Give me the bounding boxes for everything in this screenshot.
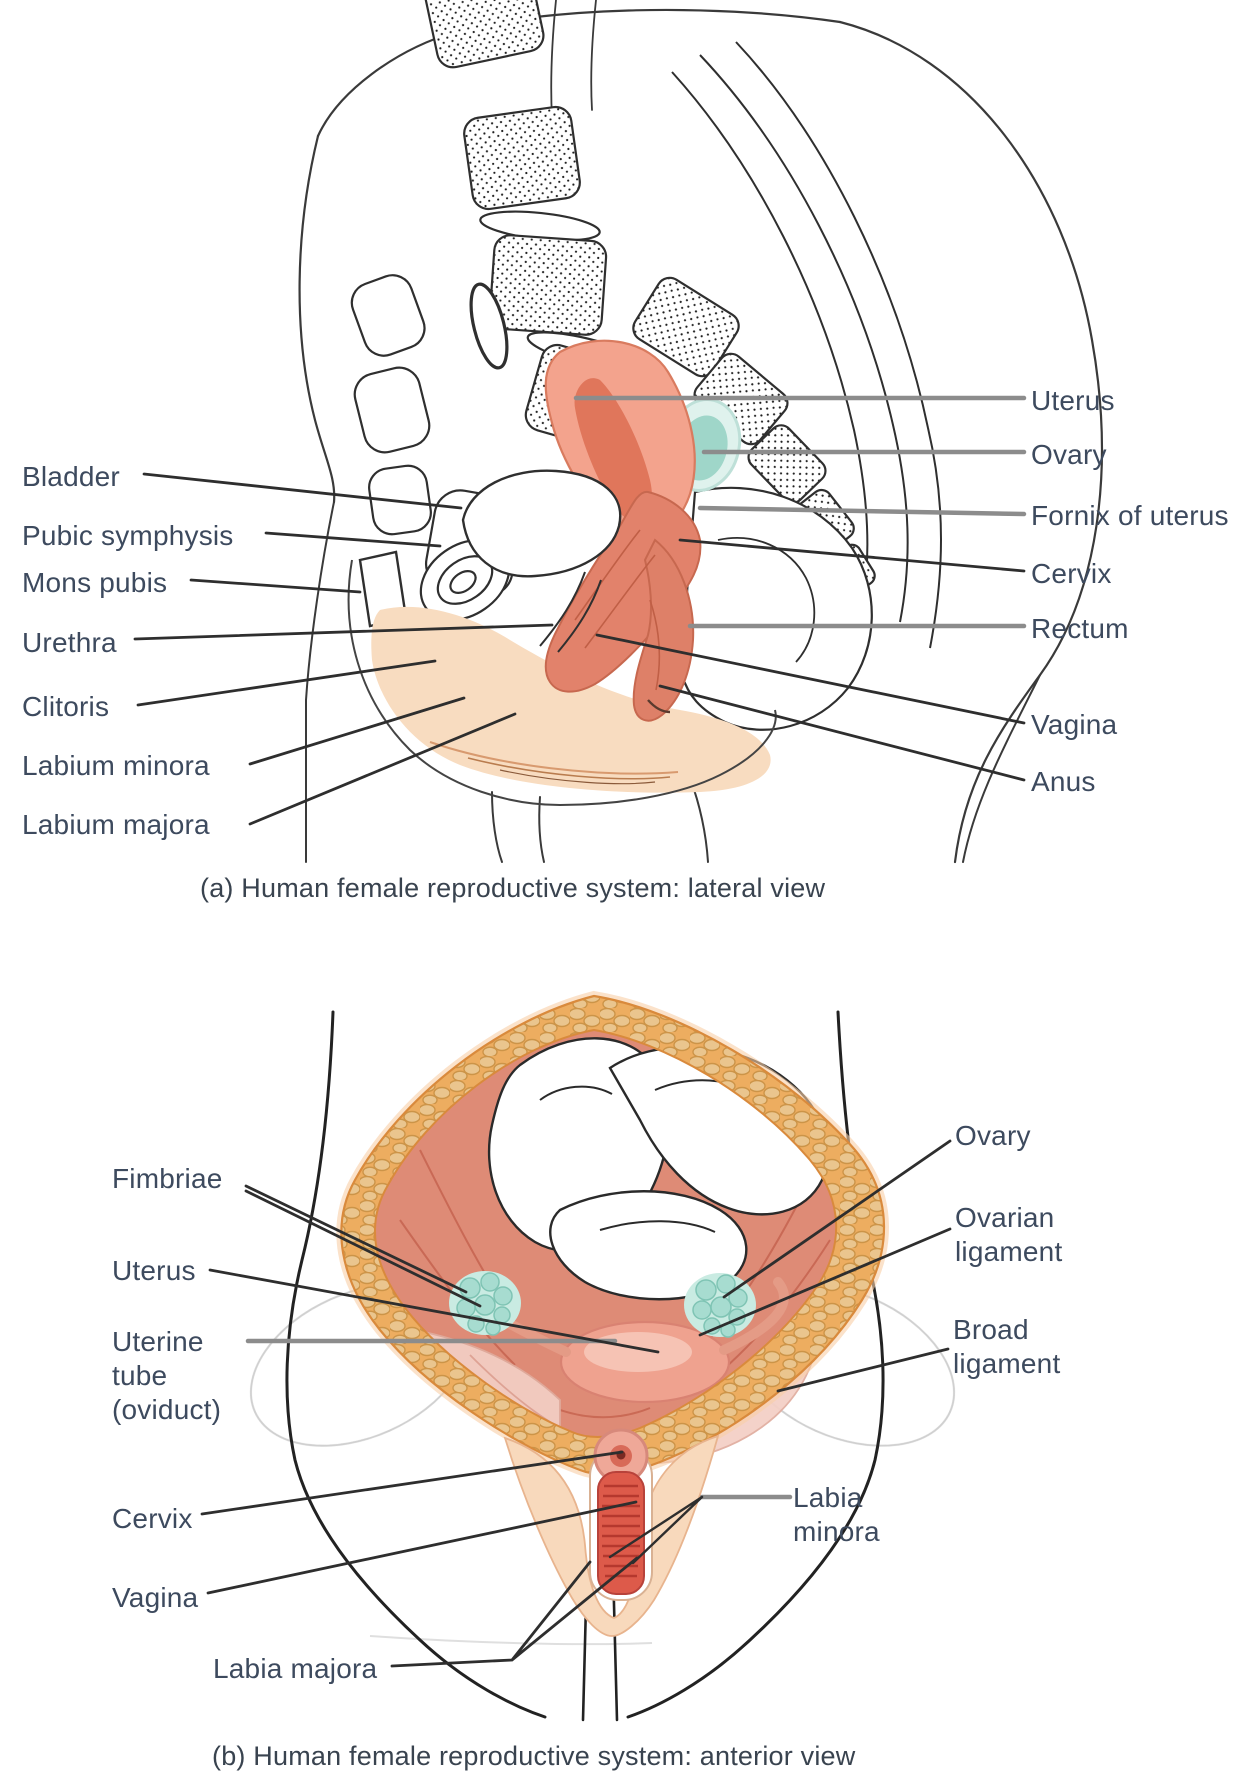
leader-clitoris xyxy=(136,659,437,707)
leader-cervix-a xyxy=(678,538,1026,573)
leader-mons-pubis xyxy=(189,578,362,594)
label-mons-pubis: Mons pubis xyxy=(22,567,168,598)
leader-lines-panel-b xyxy=(200,1139,952,1668)
label-labium-minora: Labium minora xyxy=(22,750,210,781)
label-uterus-anterior: Uterus xyxy=(112,1255,196,1286)
leader-fornix xyxy=(697,505,1027,517)
leader-vagina-a xyxy=(595,633,1026,725)
label-uterus-lateral: Uterus xyxy=(1031,385,1115,416)
bladder-shape xyxy=(461,469,622,653)
label-labia-minora: Labia minora xyxy=(793,1482,880,1547)
label-fornix-of-uterus: Fornix of uterus xyxy=(1031,500,1229,531)
leader-vagina-b xyxy=(206,1500,638,1595)
vagina-shape-lateral xyxy=(544,490,702,722)
leader-pubic-symphysis xyxy=(264,531,442,548)
leader-fimbriae-1 xyxy=(244,1184,468,1294)
leader-labium-majora xyxy=(248,712,517,826)
leader-uterus-b xyxy=(208,1268,660,1354)
label-uterine-tube-oviduct: Uterine tube (oviduct) xyxy=(112,1326,222,1425)
caption-panel-a: (a) Human female reproductive system: la… xyxy=(200,873,826,903)
torso-outline-lateral xyxy=(298,0,1103,864)
perineum-skin xyxy=(347,559,777,806)
leader-fimbriae-2 xyxy=(244,1189,482,1308)
leader-broad-ligament xyxy=(776,1347,950,1393)
label-labia-majora: Labia majora xyxy=(213,1653,378,1684)
leader-anus xyxy=(658,684,1026,782)
label-cervix-lateral: Cervix xyxy=(1031,558,1112,589)
leader-labia-majora xyxy=(390,1556,639,1668)
leader-labium-minora xyxy=(248,696,466,766)
lateral-view-illustration xyxy=(298,0,1103,864)
label-cervix-anterior: Cervix xyxy=(112,1503,193,1534)
leader-bladder xyxy=(142,472,463,510)
label-rectum: Rectum xyxy=(1031,613,1129,644)
label-broad-ligament: Broad ligament xyxy=(953,1314,1061,1379)
label-urethra: Urethra xyxy=(22,627,117,658)
leader-cervix-b xyxy=(200,1450,624,1516)
label-ovary-anterior: Ovary xyxy=(955,1120,1031,1151)
label-labium-majora: Labium majora xyxy=(22,809,210,840)
label-anus: Anus xyxy=(1031,766,1096,797)
label-vagina-lateral: Vagina xyxy=(1031,709,1118,740)
leader-ovarian-ligament xyxy=(698,1227,952,1337)
leader-urethra xyxy=(133,623,554,641)
label-ovarian-ligament: Ovarian ligament xyxy=(955,1202,1063,1267)
label-ovary-lateral: Ovary xyxy=(1031,439,1107,470)
leader-ovary-b xyxy=(722,1139,952,1299)
anterior-view-illustration xyxy=(249,990,956,1722)
label-clitoris: Clitoris xyxy=(22,691,110,722)
caption-panel-b: (b) Human female reproductive system: an… xyxy=(212,1741,856,1771)
leader-lines-panel-a xyxy=(133,395,1027,826)
label-pubic-symphysis: Pubic symphysis xyxy=(22,520,234,551)
leader-labia-minora-forks xyxy=(608,1495,704,1565)
label-fimbriae: Fimbriae xyxy=(112,1163,223,1194)
label-bladder: Bladder xyxy=(22,461,120,492)
label-vagina-anterior: Vagina xyxy=(112,1582,199,1613)
